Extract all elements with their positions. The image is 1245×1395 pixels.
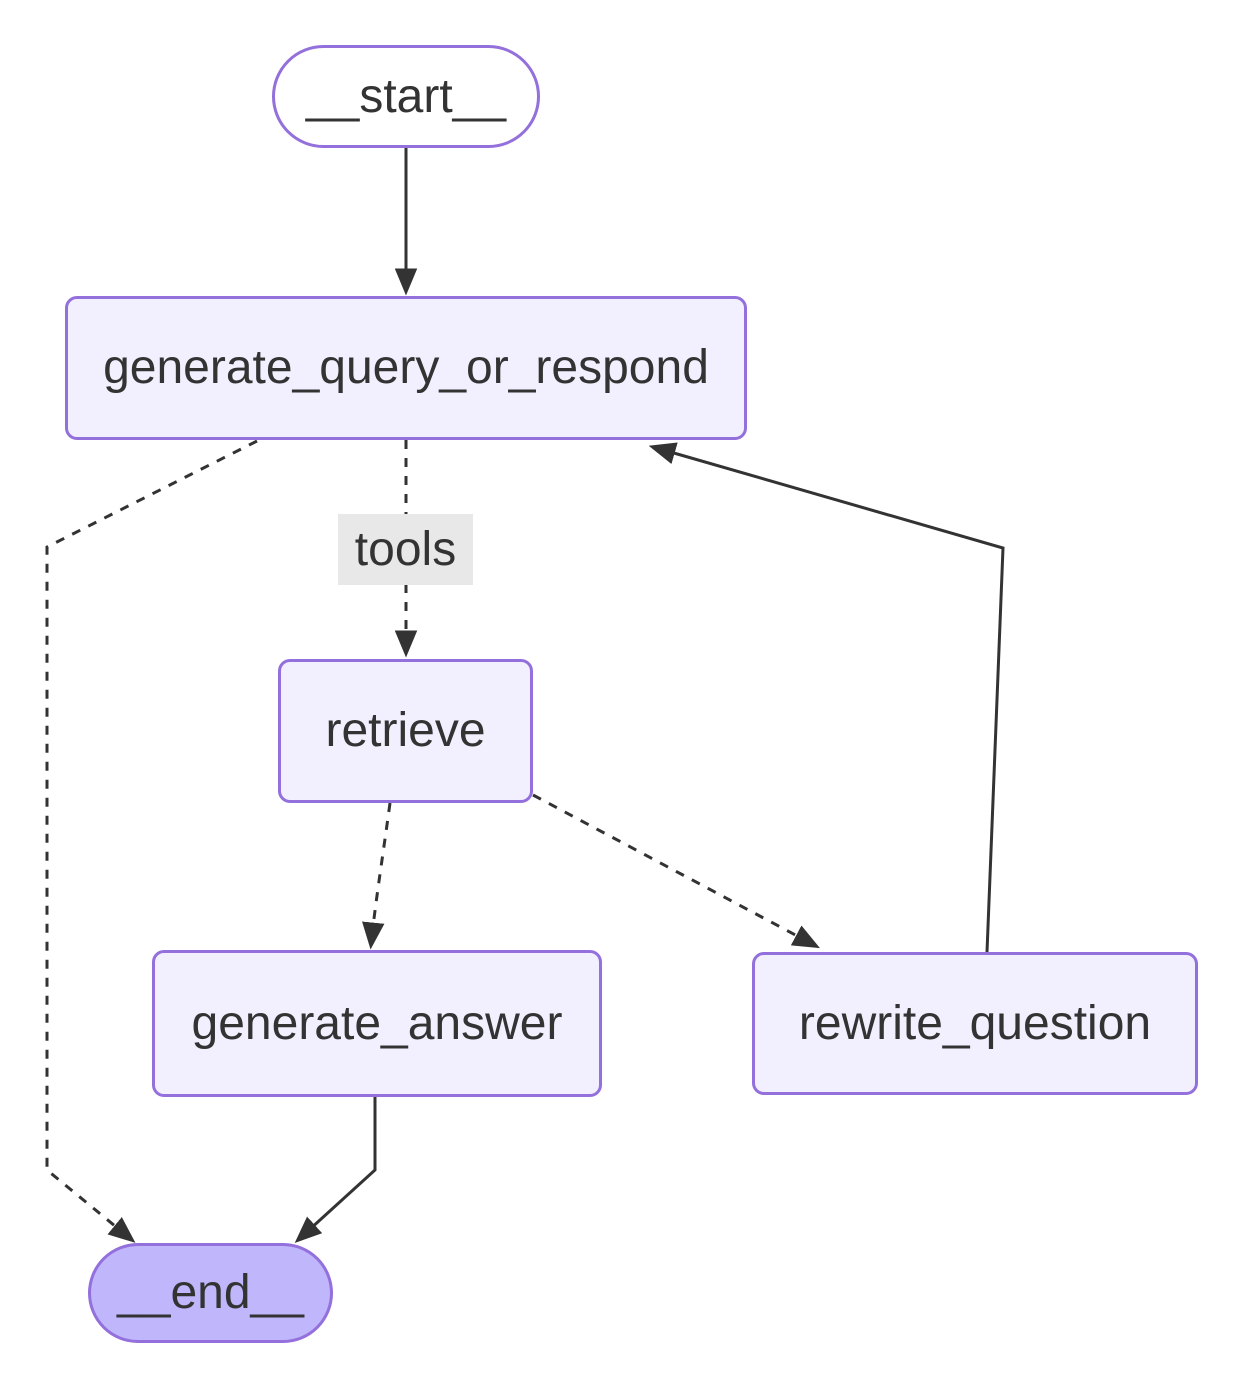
edge-label-tools-text: tools [354,523,457,576]
edge-generate-answer-to-end [294,1097,377,1244]
node-rewrite-question: rewrite_question [752,952,1198,1095]
node-generate-answer-label: generate_answer [191,996,563,1050]
node-end: __end__ [88,1243,333,1343]
node-retrieve-label: retrieve [325,704,486,758]
node-rewrite-question-label: rewrite_question [798,996,1152,1050]
node-start: __start__ [272,45,540,148]
node-retrieve: retrieve [278,659,533,803]
edge-retrieve-to-rewrite-question [532,793,820,949]
node-start-label: __start__ [305,69,507,123]
node-generate-answer: generate_answer [152,950,602,1097]
node-generate-query-or-respond: generate_query_or_respond [65,296,747,440]
edge-retrieve-to-generate-answer [362,802,392,950]
edge-rewrite-question-to-generate-query-or-respond [648,442,1005,953]
edge-label-tools: tools [338,514,473,585]
node-end-label: __end__ [117,1266,304,1320]
node-generate-query-or-respond-label: generate_query_or_respond [103,341,709,395]
edge-generate-query-or-respond-to-end [45,439,258,1243]
